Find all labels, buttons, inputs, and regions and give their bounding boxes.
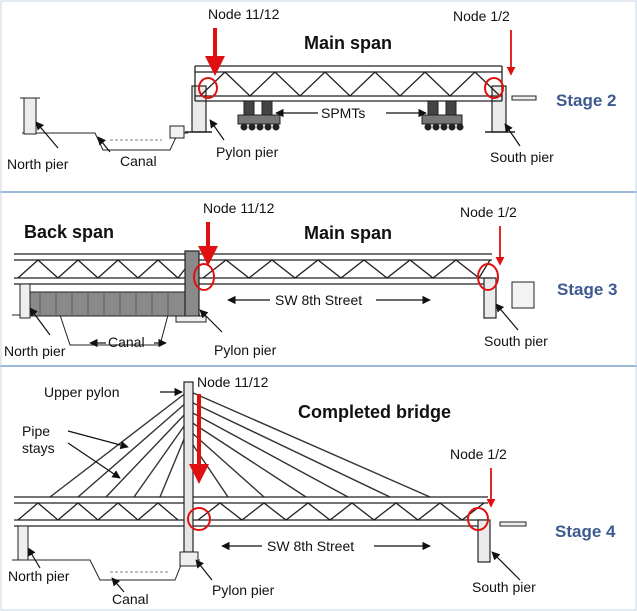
canal-leader: [97, 136, 111, 153]
node-1-2-label: Node 1/2: [453, 8, 510, 24]
canal-leader: [111, 577, 125, 593]
pylon-pier-leader: [199, 309, 223, 333]
street-label: SW 8th Street: [264, 539, 358, 553]
main-span-title: Main span: [304, 33, 393, 53]
stage-4-label: Stage 4: [555, 522, 616, 541]
canal-bank-block: [169, 125, 185, 139]
pipe-stays-label: Pipe stays: [22, 423, 55, 456]
south-pier-label: South pier: [490, 149, 554, 165]
north-pier-label: North pier: [4, 343, 66, 359]
north-pier: [19, 283, 31, 319]
south-pier-leader: [495, 303, 519, 331]
pylon-pier-leader: [195, 559, 213, 581]
north-pier-leader: [35, 121, 59, 149]
main-span-title: Main span: [304, 223, 393, 243]
north-pier-label: North pier: [8, 568, 70, 584]
node-11-12-label: Node 11/12: [197, 374, 269, 390]
shoring-grid: [39, 292, 169, 316]
south-pier: [491, 85, 507, 133]
pylon-pier-leader: [209, 119, 225, 141]
main-span-truss: [194, 65, 503, 102]
south-pier-leader: [504, 123, 521, 147]
canal-label: Canal: [120, 153, 157, 169]
node-1-2-circle: [484, 77, 504, 99]
pylon-pier-label: Pylon pier: [214, 342, 277, 358]
stage-4-panel: [12, 381, 527, 593]
canal-label: Canal: [108, 334, 145, 350]
ground-line: [12, 314, 200, 346]
canal-label: Canal: [112, 591, 149, 607]
back-span-shoring: [25, 291, 189, 317]
node-1-2-circle: [477, 263, 499, 291]
node-1-2-circle: [467, 507, 489, 531]
pipe-stays-leader-2: [67, 442, 121, 479]
node-11-12-label: Node 11/12: [208, 6, 280, 22]
stage-3-panel: [12, 222, 535, 348]
main-span-truss: [199, 253, 492, 285]
stage-2-label: Stage 2: [556, 91, 617, 110]
back-span-title: Back span: [24, 222, 115, 242]
pylon-pier: [179, 551, 199, 567]
south-pier-label: South pier: [484, 333, 548, 349]
north-pier-leader: [27, 547, 41, 569]
pylon-footing: [175, 315, 207, 323]
node-1-2-label: Node 1/2: [460, 204, 517, 220]
south-approach: [511, 281, 535, 309]
spmt-left: [237, 100, 281, 131]
node-1-2-label: Node 1/2: [450, 446, 507, 462]
spmt-right: [421, 100, 464, 131]
node-11-12-circle: [198, 77, 218, 99]
node-11-12-label: Node 11/12: [203, 200, 275, 216]
south-pier-leader: [491, 551, 521, 581]
pylon-pier-label: Pylon pier: [212, 582, 275, 598]
street-label: SW 8th Street: [272, 293, 366, 307]
south-pier: [477, 519, 491, 563]
completed-truss: [14, 496, 488, 527]
north-pier: [23, 97, 37, 135]
upper-pylon-label: Upper pylon: [44, 384, 120, 400]
spmts-label: SPMTs: [321, 105, 366, 121]
pipe-stays-leader-1: [67, 430, 129, 450]
back-span-truss: [14, 253, 195, 285]
north-pier: [17, 525, 29, 561]
north-pier-label: North pier: [7, 156, 69, 172]
node-11-12-circle: [187, 507, 211, 531]
north-pier-leader: [29, 307, 51, 336]
south-approach: [511, 95, 537, 101]
south-pier-label: South pier: [472, 579, 536, 595]
completed-bridge-title: Completed bridge: [298, 402, 452, 422]
pylon-pier-label: Pylon pier: [216, 144, 279, 160]
stage-2-panel: [20, 28, 537, 153]
south-pier: [483, 277, 497, 319]
stage-3-label: Stage 3: [557, 280, 618, 299]
south-approach: [499, 521, 527, 527]
